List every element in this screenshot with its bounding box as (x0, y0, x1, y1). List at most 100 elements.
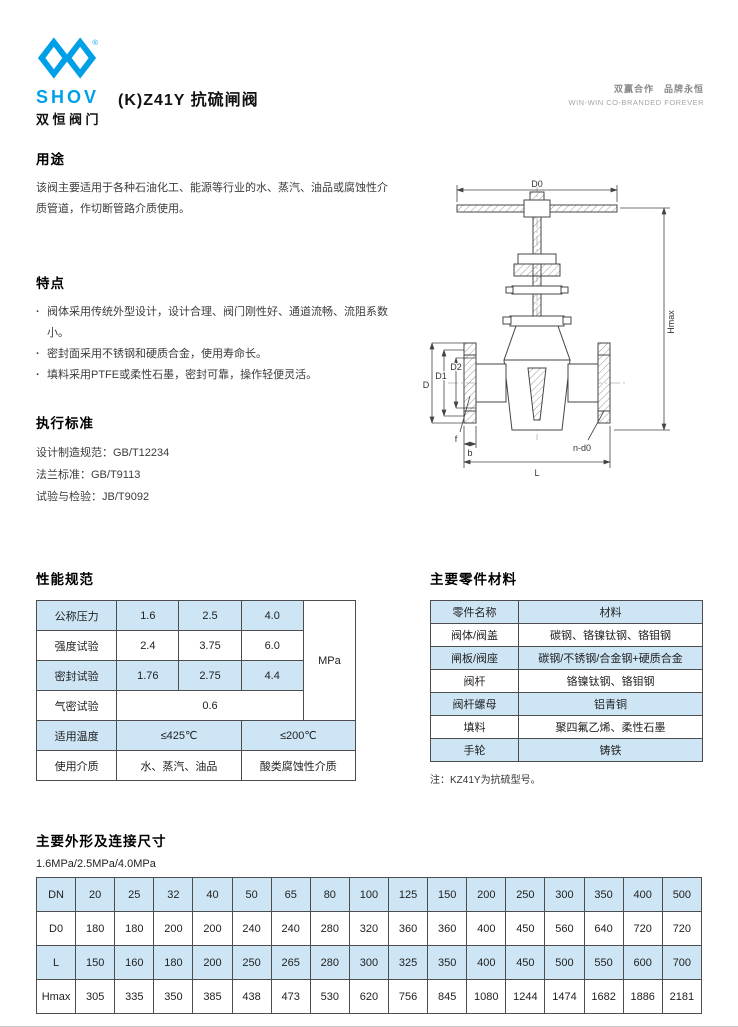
bonnet-flange (509, 315, 565, 327)
logo-subtext: 双恒阀门 (36, 112, 103, 127)
dims-cell: 25 (114, 877, 155, 912)
gland (517, 253, 557, 265)
dims-cell: 720 (622, 911, 663, 946)
dims-cell: 385 (192, 979, 233, 1014)
dims-cell: 65 (270, 877, 311, 912)
perf-cell: 酸类腐蚀性介质 (240, 750, 357, 781)
perf-row-label: 气密试验 (35, 690, 118, 721)
perf-cell: 2.75 (178, 660, 242, 691)
handwheel-hub (523, 199, 551, 218)
dims-row-label: L (35, 945, 77, 980)
dims-cell: 600 (622, 945, 663, 980)
dims-cell: 756 (387, 979, 429, 1014)
dim-label-d2: D2 (450, 362, 462, 372)
materials-table: 零件名称 材料 阀体/阀盖 碳钢、铬镍钛钢、铬钼钢 闸板/阀座 碳钢/不锈钢/合… (430, 600, 703, 762)
dims-cell: 400 (622, 877, 663, 912)
dims-cell: 1080 (466, 979, 507, 1014)
standards-list: 设计制造规范：GB/T12234 法兰标准：GB/T9113 试验与检验：JB/… (36, 442, 388, 508)
dims-cell: 250 (505, 877, 546, 912)
section-usage: 用途 该阀主要适用于各种石油化工、能源等行业的水、蒸汽、油品或腐蚀性介质管道，作… (36, 148, 388, 220)
yoke-bolt-left (505, 286, 514, 294)
features-heading: 特点 (36, 276, 65, 291)
material-part: 阀杆 (430, 669, 519, 693)
dim-label-l: L (534, 468, 539, 478)
perf-cell: 2.5 (178, 600, 242, 631)
feature-item: 阀体采用传统外型设计，设计合理、阀门刚性好、通道流畅、流阻系数小。 (36, 302, 388, 344)
dims-cell: 640 (583, 911, 624, 946)
dims-cell: 438 (231, 979, 272, 1014)
standard-item: 试验与检验：JB/T9092 (36, 491, 150, 503)
dims-cell: 240 (231, 911, 272, 946)
slogan-cn: 双赢合作 品牌永恒 (613, 84, 704, 94)
dims-cell: 50 (231, 877, 272, 912)
dims-cell: 250 (231, 945, 272, 980)
dims-cell: 20 (75, 877, 116, 912)
dims-cell: 200 (466, 877, 507, 912)
dims-cell: 100 (348, 877, 389, 912)
dim-label-f: f (455, 434, 458, 444)
perf-row-label: 强度试验 (35, 630, 118, 661)
dims-cell: 400 (466, 945, 507, 980)
dimensions-heading: 主要外形及连接尺寸 (36, 834, 167, 849)
dims-cell: 845 (427, 979, 468, 1014)
flange-right (597, 342, 611, 424)
perf-cell: 3.75 (178, 630, 242, 661)
material-part: 阀杆螺母 (430, 692, 519, 716)
dims-cell: 450 (505, 945, 546, 980)
packing (513, 263, 561, 277)
dims-cell: 180 (153, 945, 194, 980)
dims-cell: 2181 (661, 979, 703, 1014)
perf-row-label: 公称压力 (35, 600, 118, 631)
dims-cell: 240 (270, 911, 311, 946)
dims-cell: 1682 (583, 979, 624, 1014)
dims-cell: 180 (114, 911, 155, 946)
dims-cell: 280 (309, 911, 350, 946)
logo-text: SHOV (36, 87, 100, 107)
valve-drawing: D0 Hmax D D1 D2 n-d0 f b L (412, 178, 712, 518)
dim-label-d1: D1 (435, 371, 447, 381)
dims-cell: 325 (387, 945, 429, 980)
dims-row-label: D0 (35, 911, 77, 946)
flange-left (463, 342, 477, 424)
section-features: 特点 阀体采用传统外型设计，设计合理、阀门刚性好、通道流畅、流阻系数小。 密封面… (36, 272, 388, 386)
dims-cell: 40 (192, 877, 233, 912)
dims-cell: 200 (192, 945, 233, 980)
dims-cell: 500 (544, 945, 585, 980)
dims-row-label: DN (35, 877, 77, 912)
pipe-left (475, 363, 507, 403)
performance-heading: 性能规范 (36, 572, 94, 587)
perf-cell: 1.76 (116, 660, 180, 691)
pipe-right (567, 363, 599, 403)
material-part: 闸板/阀座 (430, 646, 519, 670)
material-value: 碳钢/不锈钢/合金钢+硬质合金 (518, 646, 703, 670)
dims-cell: 360 (387, 911, 429, 946)
bonnet-bolt-right (562, 316, 572, 325)
dimension-lines (429, 185, 670, 468)
dims-cell: 125 (387, 877, 429, 912)
material-value: 铬镍钛钢、铬钼钢 (518, 669, 703, 693)
dims-cell: 200 (192, 911, 233, 946)
dims-cell: 1244 (505, 979, 546, 1014)
materials-col-header: 材料 (518, 600, 703, 624)
valve-drawing-svg: D0 Hmax D D1 D2 n-d0 f b L (422, 178, 678, 480)
bonnet-neck (503, 325, 571, 361)
perf-cell: 0.6 (116, 690, 304, 721)
standard-item: 设计制造规范：GB/T12234 (36, 447, 170, 459)
dims-cell: 280 (309, 945, 350, 980)
perf-row-label: 密封试验 (35, 660, 118, 691)
dims-cell: 305 (75, 979, 116, 1014)
dims-cell: 32 (153, 877, 194, 912)
gate-wedge (527, 367, 547, 421)
dimensions-subtitle: 1.6MPa/2.5MPa/4.0MPa (36, 858, 156, 870)
dims-cell: 720 (661, 911, 703, 946)
dims-cell: 80 (309, 877, 350, 912)
dims-cell: 350 (583, 877, 624, 912)
dims-cell: 560 (544, 911, 585, 946)
dims-cell: 265 (270, 945, 311, 980)
dim-label-nd0: n-d0 (573, 443, 591, 453)
